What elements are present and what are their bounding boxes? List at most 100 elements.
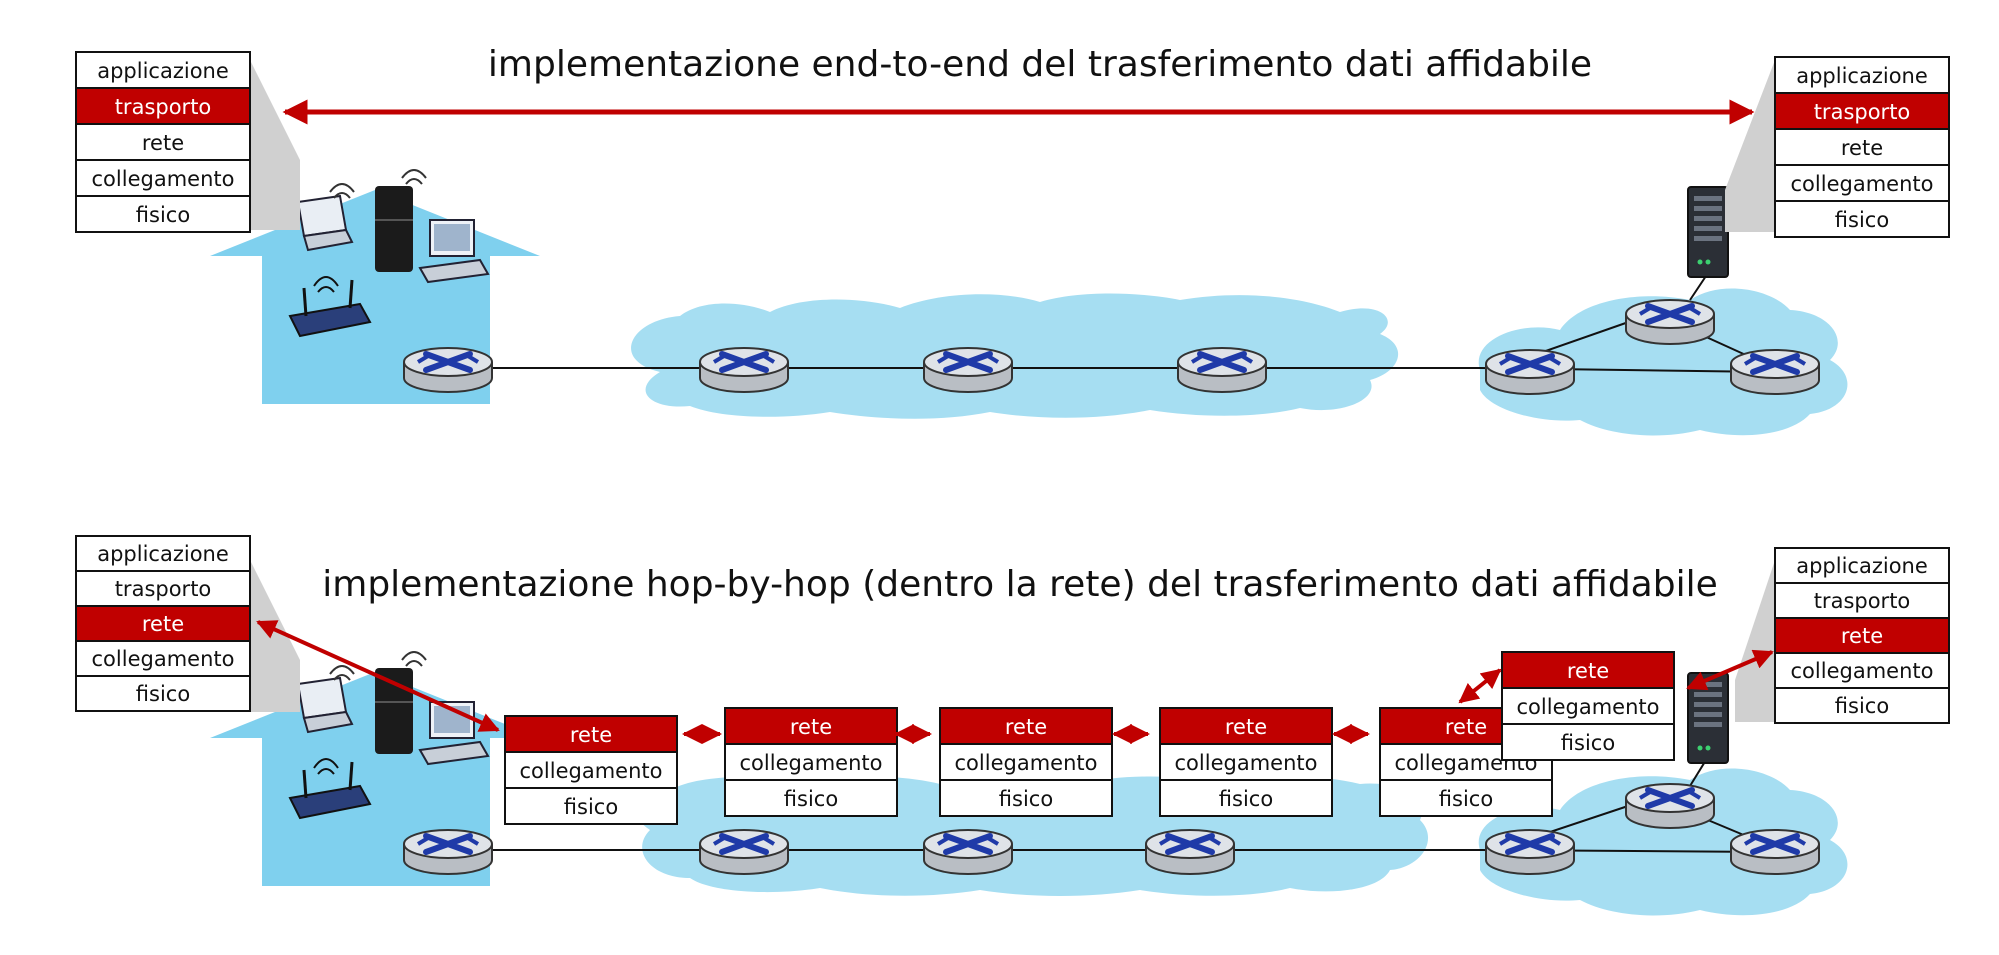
layer-label-rete: rete (1841, 136, 1883, 160)
layer-label-applicazione: applicazione (1796, 64, 1928, 88)
layer-box (1774, 128, 1950, 166)
network-cloud-right (1478, 768, 1848, 916)
layer-label-trasporto: trasporto (115, 577, 212, 601)
layer-box (1774, 200, 1950, 238)
layer-box (1774, 687, 1950, 724)
layer-label-collegamento: collegamento (1175, 751, 1318, 775)
router-icon (1731, 830, 1819, 874)
protocol-stack-right: applicazione trasporto rete collegamento fis… (1774, 56, 1950, 238)
layer-label-applicazione: applicazione (97, 542, 229, 566)
title-hop-by-hop: implementazione hop-by-hop (dentro la re… (322, 564, 1718, 605)
router-protocol-stack: rete collegamento fisico (1159, 707, 1333, 817)
layer-label-collegamento: collegamento (92, 647, 235, 671)
router-icon (1626, 784, 1714, 828)
layer-label-collegamento: collegamento (955, 751, 1098, 775)
router-protocol-stack: rete collegamento fisico (1501, 651, 1675, 761)
layer-label-fisico: fisico (1835, 208, 1889, 232)
router-icon (1178, 348, 1266, 392)
layer-label-rete: rete (790, 715, 832, 739)
router-icon (1486, 350, 1574, 394)
router-protocol-stack: rete collegamento fisico (504, 715, 678, 825)
layer-label-collegamento: collegamento (1791, 172, 1934, 196)
layer-label-rete: rete (1841, 624, 1883, 648)
layer-box (1379, 779, 1553, 817)
layer-box (1774, 92, 1950, 130)
router-icon (1626, 300, 1714, 344)
layer-label-collegamento: collegamento (740, 751, 883, 775)
router-icon (1486, 830, 1574, 874)
layer-label-trasporto: trasporto (1814, 100, 1911, 124)
router-icon (700, 348, 788, 392)
protocol-stack-left: applicazione trasporto rete collegamento fis… (75, 51, 251, 233)
layer-box (1159, 779, 1333, 817)
diagram-bottom: implementazione hop-by-hop (dentro la re… (75, 535, 1950, 916)
layer-label-fisico: fisico (136, 682, 190, 706)
layer-box (1774, 582, 1950, 619)
layer-box (75, 605, 251, 642)
router-icon (924, 348, 1012, 392)
router-icon (404, 830, 492, 874)
hop-arrow (256, 620, 500, 732)
layer-label-fisico: fisico (784, 787, 838, 811)
layer-box (724, 743, 898, 781)
layer-box (75, 640, 251, 677)
layer-label-fisico: fisico (1561, 731, 1615, 755)
layer-box (75, 123, 251, 161)
router-protocol-stack: rete collegamento fisico (939, 707, 1113, 817)
layer-box (1501, 723, 1675, 761)
layer-box (1501, 687, 1675, 725)
layer-label-trasporto: trasporto (115, 95, 212, 119)
server-icon (1687, 186, 1729, 278)
layer-label-fisico: fisico (999, 787, 1053, 811)
layer-box (1774, 56, 1950, 94)
layer-label-rete: rete (1225, 715, 1267, 739)
layer-box (939, 779, 1113, 817)
layer-label-rete: rete (1445, 715, 1487, 739)
hop-arrows (256, 620, 1774, 744)
layer-label-collegamento: collegamento (92, 167, 235, 191)
layer-box (1774, 164, 1950, 202)
router-stacks: rete collegamento fisico rete collegamento fi… (504, 651, 1675, 825)
router-icon (1146, 830, 1234, 874)
layer-label-fisico: fisico (1219, 787, 1273, 811)
layer-label-collegamento: collegamento (1517, 695, 1660, 719)
hop-arrow (1686, 649, 1774, 691)
layer-box (1774, 652, 1950, 689)
router-icon (404, 348, 492, 392)
router-icon (924, 830, 1012, 874)
title-end-to-end: implementazione end-to-end del trasferim… (488, 44, 1592, 85)
layer-label-collegamento: collegamento (520, 759, 663, 783)
layer-label-fisico: fisico (1835, 694, 1889, 718)
hop-arrow (1458, 668, 1502, 704)
network-cloud-right (1478, 288, 1848, 436)
layer-box (1774, 547, 1950, 584)
layer-box (75, 87, 251, 125)
layer-label-rete: rete (1005, 715, 1047, 739)
layer-label-collegamento: collegamento (1791, 659, 1934, 683)
layer-label-rete: rete (1567, 659, 1609, 683)
layer-label-rete: rete (142, 131, 184, 155)
layer-label-fisico: fisico (136, 203, 190, 227)
layer-box (1159, 707, 1333, 745)
layer-label-fisico: fisico (1439, 787, 1493, 811)
protocol-stack-left: applicazione trasporto rete collegamento fis… (75, 535, 251, 712)
layer-label-rete: rete (570, 723, 612, 747)
protocol-stack-right: applicazionetrasportoretecollegamentofis… (1774, 547, 1950, 724)
layer-box (75, 195, 251, 233)
router-icon (700, 830, 788, 874)
stack-wedge-right (1725, 60, 1775, 232)
layer-box (1774, 617, 1950, 654)
layer-label-applicazione: applicazione (97, 59, 229, 83)
layer-box (75, 51, 251, 89)
layer-label-applicazione: applicazione (1796, 554, 1928, 578)
layer-label-rete: rete (142, 612, 184, 636)
layer-box (504, 787, 678, 825)
layer-label-fisico: fisico (564, 795, 618, 819)
layer-box (504, 715, 678, 753)
layer-box (724, 779, 898, 817)
layer-box (75, 675, 251, 712)
router-icon (1731, 350, 1819, 394)
router-protocol-stack: rete collegamento fisico (724, 707, 898, 817)
diagram-top: implementazione end-to-end del trasferim… (75, 44, 1950, 436)
